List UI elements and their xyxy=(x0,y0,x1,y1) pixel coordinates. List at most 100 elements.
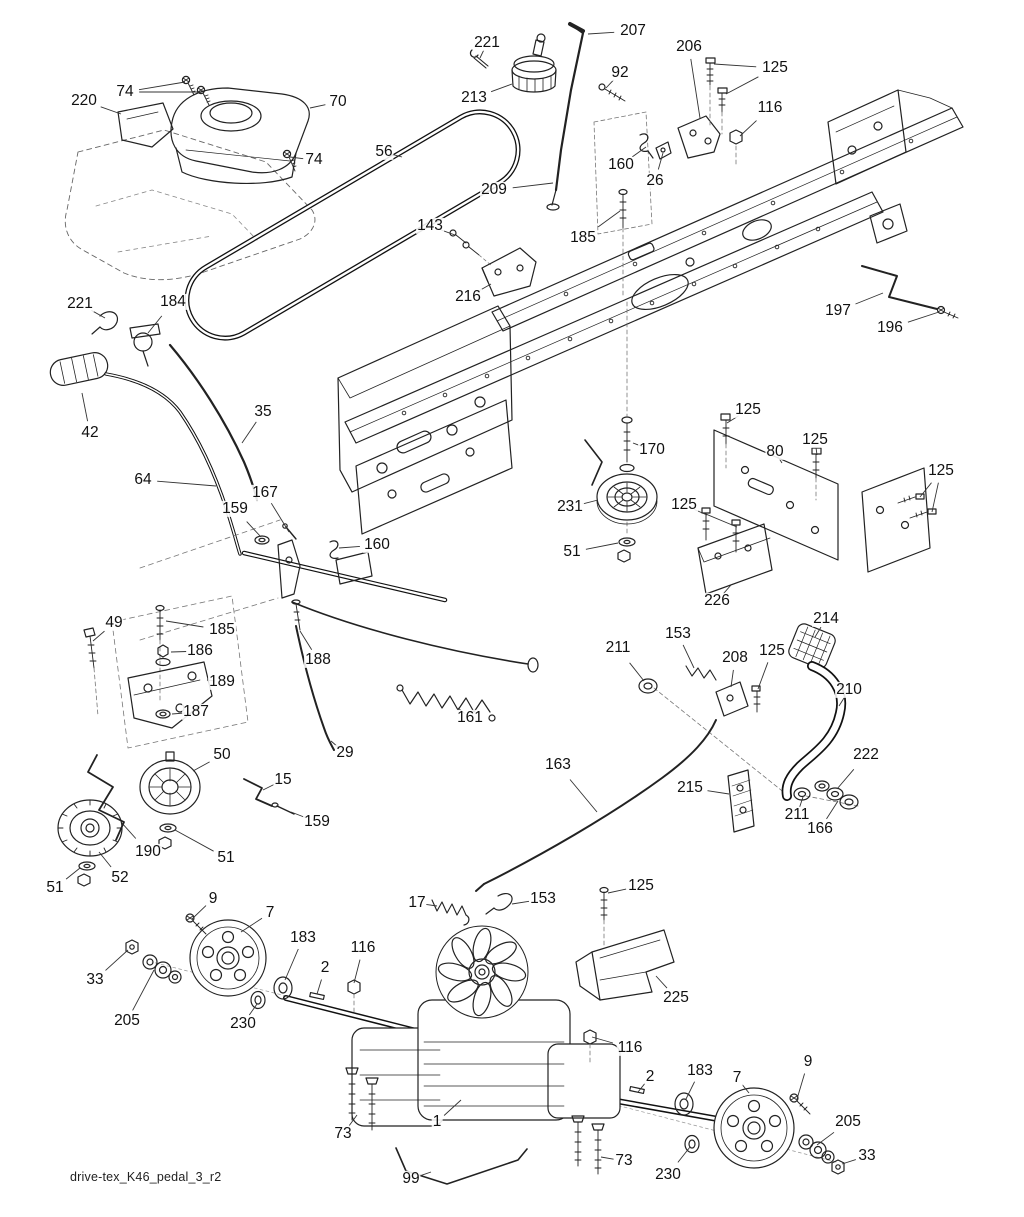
leader-line-161 xyxy=(457,707,465,714)
bolt-125-g xyxy=(701,507,711,541)
leader-line-222 xyxy=(836,769,855,790)
bolt-92 xyxy=(598,83,626,102)
leader-line-1 xyxy=(443,1099,462,1116)
leader-line-143 xyxy=(441,229,456,236)
transaxle-housing xyxy=(351,983,621,1127)
leader-line-9 xyxy=(191,905,207,920)
leader-line-73 xyxy=(348,1114,358,1126)
bracket-208 xyxy=(715,681,749,717)
washer-230-left xyxy=(250,990,266,1010)
hitch-bracket xyxy=(869,203,908,244)
shroud-225 xyxy=(575,929,675,1001)
flag-plate xyxy=(335,551,373,585)
leader-line-56 xyxy=(391,153,403,158)
long-rod xyxy=(291,601,529,665)
rod-99 xyxy=(395,1147,528,1185)
bolt-125-i xyxy=(751,685,761,713)
leader-line-190 xyxy=(120,821,137,839)
washer-230-right xyxy=(684,1134,700,1154)
leader-line-7 xyxy=(742,1084,750,1094)
bracket-80-group xyxy=(697,413,937,595)
leader-line-2 xyxy=(316,979,322,995)
leader-line-206 xyxy=(690,58,701,119)
washer-187 xyxy=(155,709,171,719)
leader-line-230 xyxy=(677,1146,691,1163)
leader-line-52 xyxy=(98,851,112,868)
leader-line-184 xyxy=(147,315,163,334)
leader-line-188 xyxy=(299,630,313,651)
leader-line-208 xyxy=(730,669,734,688)
cross-shaft-assembly xyxy=(139,519,539,673)
rod-15 xyxy=(243,778,273,807)
leader-line-125 xyxy=(701,511,738,528)
pin-159-b xyxy=(271,802,295,815)
leader-line-205 xyxy=(816,1131,835,1146)
washer-51-b xyxy=(78,861,96,871)
screw-74-c xyxy=(282,149,297,172)
leader-line-207 xyxy=(587,31,615,35)
bolt-125-h xyxy=(731,519,741,553)
leader-line-185 xyxy=(165,620,204,628)
nut-33-left xyxy=(125,939,139,955)
rod-190 xyxy=(87,754,125,841)
spring-153 xyxy=(685,665,717,681)
leader-line-26 xyxy=(657,152,664,170)
bracket-216 xyxy=(481,247,537,297)
nut-186 xyxy=(155,644,171,667)
bolt-125-j xyxy=(599,886,609,949)
leader-line-189 xyxy=(206,679,216,682)
leader-line-64 xyxy=(157,480,217,487)
side-panel-220 xyxy=(117,102,174,148)
leader-line-170 xyxy=(632,442,644,448)
leader-line-160 xyxy=(338,545,360,549)
leader-line-183 xyxy=(685,1081,696,1100)
leader-line-220 xyxy=(100,106,122,115)
pulley-52 xyxy=(57,799,123,857)
hub-7-left xyxy=(189,919,267,997)
v-arm xyxy=(584,439,603,486)
bracket-206 xyxy=(677,115,721,159)
leader-line-197 xyxy=(855,292,884,305)
washer-51-c xyxy=(618,537,636,547)
screw-9-right xyxy=(789,1093,811,1115)
leader-line-186 xyxy=(170,651,187,653)
leader-line-125 xyxy=(931,482,939,513)
leader-line-211 xyxy=(799,796,804,808)
bracket-215 xyxy=(727,769,755,833)
leader-line-205 xyxy=(132,969,155,1011)
washer-51-a xyxy=(159,823,177,833)
leader-line-49 xyxy=(92,630,105,642)
rod-29 xyxy=(295,625,335,751)
leader-line-51 xyxy=(174,829,214,852)
rod-197 xyxy=(861,265,959,319)
leader-line-125 xyxy=(725,76,759,95)
leader-line-187 xyxy=(171,712,186,715)
bracket-189-assembly xyxy=(83,595,249,749)
leader-line-51 xyxy=(65,867,81,880)
bolt-49 xyxy=(83,627,99,717)
leader-line-183 xyxy=(284,948,299,981)
spacer-222 xyxy=(814,780,830,792)
leader-line-116 xyxy=(353,959,361,984)
leader-line-167 xyxy=(270,502,290,533)
leader-line-125 xyxy=(757,662,769,690)
cooling-fan xyxy=(435,925,529,1019)
leader-line-163 xyxy=(569,779,598,813)
leader-line-125 xyxy=(607,888,627,894)
leader-line-73 xyxy=(600,1156,614,1160)
leader-line-50 xyxy=(192,761,210,772)
washers-205-right xyxy=(798,1134,835,1164)
clip-160 xyxy=(639,133,654,159)
leader-line-33 xyxy=(105,949,129,971)
leader-line-99 xyxy=(419,1171,432,1177)
leader-line-2 xyxy=(637,1083,645,1093)
springs-and-rods xyxy=(243,625,717,949)
bolt-125-c xyxy=(720,413,731,469)
grip-42 xyxy=(49,352,109,386)
cotter-pin-221 xyxy=(469,49,489,69)
chassis-frame xyxy=(337,89,964,535)
shift-lever xyxy=(546,22,653,235)
